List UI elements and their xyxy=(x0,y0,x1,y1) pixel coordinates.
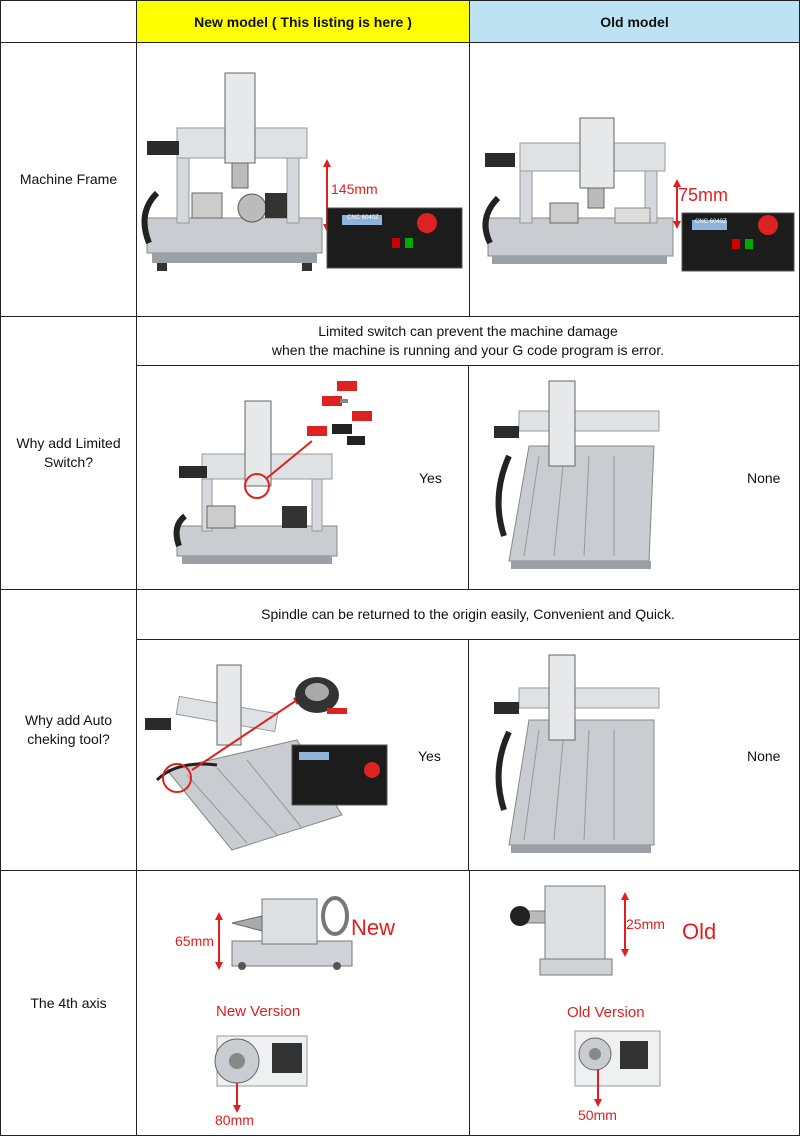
old-fourth-axis-cell: 25mm Old Old Version 50mm xyxy=(469,870,800,1136)
new-chuck-size: 80mm xyxy=(215,1112,254,1128)
limit-switch-note: Limited switch can prevent the machine d… xyxy=(136,316,800,366)
old-frame-dimension: 75mm xyxy=(678,185,729,205)
old-machine-no-switch-image xyxy=(494,380,660,569)
new-version-label: New Version xyxy=(216,1003,301,1020)
old-machine-frame-photo: 75mm CNC 6040Z xyxy=(469,42,800,317)
auto-check-machine-image xyxy=(145,664,388,851)
new-auto-check-cell: Yes xyxy=(136,639,469,871)
new-limit-switch-value: Yes xyxy=(419,470,442,486)
auto-check-note-text: Spindle can be returned to the origin ea… xyxy=(261,606,675,622)
machine-frame-label: Machine Frame xyxy=(19,171,118,187)
old-chuck-size: 50mm xyxy=(578,1107,617,1123)
cnc-machine-new-image xyxy=(141,72,463,271)
old-version-label: Old Version xyxy=(567,1004,645,1021)
limit-switch-note-line1: Limited switch can prevent the machine d… xyxy=(318,323,618,339)
header-new-model-label: New model ( This listing is here ) xyxy=(194,13,412,30)
limit-switch-label: Why add Limited Switch? xyxy=(16,435,121,470)
row-label-fourth-axis: The 4th axis xyxy=(0,870,137,1136)
row-label-limit-switch: Why add Limited Switch? xyxy=(0,316,137,590)
header-blank-cell xyxy=(0,0,137,43)
limit-switch-note-line2: when the machine is running and your G c… xyxy=(271,342,665,358)
new-tailstock-image xyxy=(214,896,353,1113)
auto-check-note: Spindle can be returned to the origin ea… xyxy=(136,589,800,640)
limit-switch-machine-image xyxy=(173,381,372,564)
old-auto-check-cell: None xyxy=(468,639,800,871)
old-controller-label: CNC 6040Z xyxy=(695,219,727,225)
old-limit-switch-value: None xyxy=(747,470,781,486)
cnc-machine-old-image xyxy=(482,117,795,272)
new-axis-tag: New xyxy=(351,915,396,940)
old-limit-switch-cell: None xyxy=(468,365,800,590)
fourth-axis-label: The 4th axis xyxy=(30,994,107,1011)
old-axis-height: 25mm xyxy=(626,916,665,932)
old-machine-no-tool-image xyxy=(494,654,660,853)
old-axis-tag: Old xyxy=(682,919,717,944)
header-new-model: New model ( This listing is here ) xyxy=(136,0,470,43)
auto-check-label: Why add Auto cheking tool? xyxy=(24,712,113,747)
new-machine-frame-photo: 145mm CNC 6040Z xyxy=(136,42,470,317)
new-fourth-axis-cell: 65mm New New Version 80mm xyxy=(136,870,470,1136)
header-old-model: Old model xyxy=(469,0,800,43)
row-label-machine-frame: Machine Frame xyxy=(0,42,137,317)
old-tailstock-image xyxy=(510,885,661,1107)
row-label-auto-check: Why add Auto cheking tool? xyxy=(0,589,137,871)
old-auto-check-value: None xyxy=(747,748,781,764)
new-controller-label: CNC 6040Z xyxy=(347,215,379,221)
new-auto-check-value: Yes xyxy=(418,748,441,764)
new-frame-dimension: 145mm xyxy=(331,181,378,197)
new-limit-switch-cell: Yes xyxy=(136,365,469,590)
header-old-model-label: Old model xyxy=(600,13,669,30)
new-axis-height: 65mm xyxy=(175,933,214,949)
